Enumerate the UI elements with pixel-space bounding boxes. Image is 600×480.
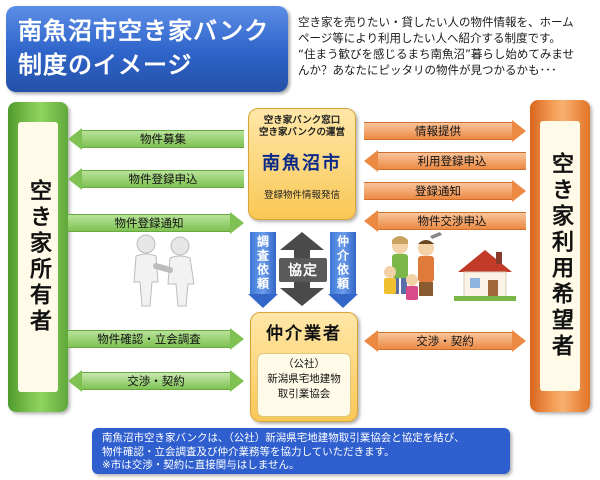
- owner-label: 空き家所有者: [26, 179, 51, 335]
- agent-line-3: 取引業協会: [277, 388, 331, 400]
- intro-line-2: ページ等により利用したい人へ紹介する制度です。: [298, 31, 561, 45]
- agent-line-2: 新潟県宅地建物: [267, 373, 341, 385]
- arrow-label: 利用登録申込: [378, 152, 526, 170]
- note-line-2: 物件確認・立会調査及び仲介業務等を協力していただきます。: [102, 445, 395, 458]
- family-icon: [384, 232, 442, 300]
- city-box-line-2: 空き家バンクの運営: [259, 127, 345, 138]
- city-box-sub: 登録物件情報発信: [263, 190, 340, 201]
- owner-scroll: 空き家所有者: [8, 102, 68, 412]
- arrow-label: 交渉・契約: [82, 372, 230, 390]
- intro-line-3: “住まう歓びを感じるまち南魚沼”暮らし始めてみませ: [298, 47, 575, 61]
- arrow-label: 物件登録申込: [82, 170, 244, 188]
- title-badge: 南魚沼市空き家バンク 制度のイメージ: [6, 6, 288, 92]
- kyotei-label: 協定: [279, 258, 327, 282]
- agent-association: （公社） 新潟県宅地建物 取引業協会: [257, 353, 351, 417]
- handshake-figures-icon: [133, 234, 195, 307]
- city-box: 空き家バンク窓口 空き家バンクの運営 南魚沼市 登録物件情報発信: [248, 108, 356, 220]
- arrow-label: 交渉・契約: [378, 332, 512, 350]
- intro-line-4: んか？あなたにピッタリの物件が見つかるかも･･･: [298, 63, 557, 77]
- agent-line-1: （公社）: [283, 358, 325, 370]
- arrow-label: 物件確認・立会調査: [68, 330, 230, 348]
- arrow-label: 物件募集: [82, 130, 244, 148]
- agent-box: 仲介業者 （公社） 新潟県宅地建物 取引業協会: [250, 312, 358, 422]
- intro-line-1: 空き家を売りたい・貸したい人の物件情報を、ホーム: [298, 15, 574, 29]
- arrow-label: 物件登録通知: [68, 214, 230, 232]
- title-line-2: 制度のイメージ: [18, 51, 193, 79]
- arrow-joho-teikyo: 情報提供: [364, 120, 526, 142]
- house-icon: [454, 250, 516, 301]
- arrow-bukken-boshu: 物件募集: [68, 128, 244, 150]
- arrow-label: 情報提供: [364, 122, 512, 140]
- intro-text: 空き家を売りたい・貸したい人の物件情報を、ホーム ページ等により利用したい人へ紹…: [298, 14, 594, 78]
- arrow-label: 調査依頼: [255, 235, 270, 291]
- arrow-bukken-kakunin: 物件確認・立会調査: [68, 328, 244, 350]
- user-label: 空き家利用希望者: [548, 152, 573, 360]
- note-line-1: 南魚沼市空き家バンクは、（公社）新潟県宅地建物取引業協会と協定を結び、: [102, 432, 465, 444]
- arrow-toroku-tsuchi: 登録通知: [364, 180, 526, 202]
- arrow-kosho-keiyaku-right: 交渉・契約: [364, 330, 526, 352]
- note-box: 南魚沼市空き家バンクは、（公社）新潟県宅地建物取引業協会と協定を結び、 物件確認…: [92, 428, 510, 474]
- arrow-label: 仲介依頼: [335, 235, 350, 291]
- arrow-bukken-toroku-tsuchi: 物件登録通知: [68, 212, 244, 234]
- arrow-riyo-toroku-moshikomi: 利用登録申込: [364, 150, 526, 172]
- arrow-chukai-irai: 仲介依頼: [328, 232, 358, 308]
- arrow-kosho-keiyaku-left: 交渉・契約: [68, 370, 244, 392]
- note-line-3: ※市は交渉・契約に直接関与はしません。: [102, 459, 300, 471]
- arrow-label: 物件交渉申込: [378, 212, 526, 230]
- arrow-bukken-kosho-moshikomi: 物件交渉申込: [364, 210, 526, 232]
- agent-title: 仲介業者: [266, 324, 342, 344]
- title-line-1: 南魚沼市空き家バンク: [18, 17, 270, 45]
- arrow-bukken-toroku-moshikomi: 物件登録申込: [68, 168, 244, 190]
- user-scroll: 空き家利用希望者: [530, 100, 590, 412]
- city-box-line-1: 空き家バンク窓口: [263, 115, 341, 126]
- arrow-chosa-irai: 調査依頼: [248, 232, 278, 308]
- arrow-label: 登録通知: [364, 182, 512, 200]
- city-name: 南魚沼市: [262, 153, 342, 174]
